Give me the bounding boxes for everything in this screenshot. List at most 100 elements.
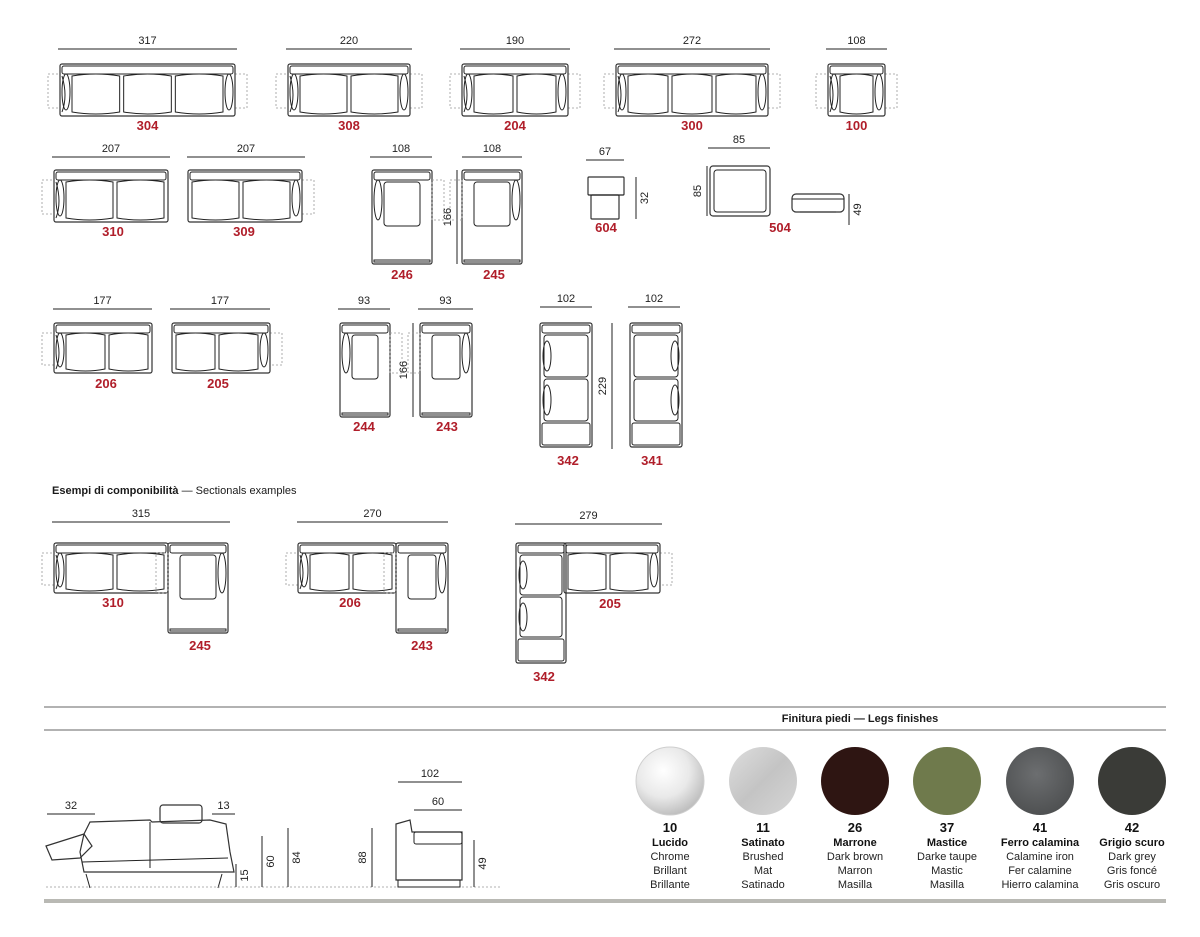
sectional-2-sofa-ghost-left xyxy=(285,552,299,586)
finish-fr-41: Fer calamine xyxy=(1008,865,1072,877)
module-309-cushion-1 xyxy=(191,179,240,221)
dim-width-304-label: 317 xyxy=(138,35,156,47)
finish-en-42: Dark grey xyxy=(1108,851,1156,863)
module-100-backrest xyxy=(829,65,884,75)
dim-width-245-label: 108 xyxy=(483,143,501,155)
module-243-ghost xyxy=(407,332,421,374)
module-100-ghost-left xyxy=(815,73,829,109)
module-code-604: 604 xyxy=(595,220,617,235)
module-204-arm-left-roll xyxy=(463,73,473,111)
finish-swatch-11 xyxy=(729,747,797,815)
sectional-1-chaise-backrest xyxy=(169,544,227,554)
dim-width-341-label: 102 xyxy=(645,293,663,305)
dim-profile-seat-depth-label: 60 xyxy=(432,796,444,808)
module-300-cushion-1 xyxy=(627,73,669,115)
dim-width-342-label: 102 xyxy=(557,293,575,305)
module-304-ghost-left xyxy=(47,73,61,109)
sectional-3-code-2: 342 xyxy=(533,669,555,684)
module-code-100: 100 xyxy=(846,118,868,133)
dim-width-310-label: 207 xyxy=(102,143,120,155)
dim-width-204-label: 190 xyxy=(506,35,524,47)
sectional-3-sofa-backrest xyxy=(565,544,659,554)
sectional-2-chaise-ghost xyxy=(383,552,397,594)
module-206-backrest xyxy=(55,324,151,334)
module-309-cushion-2 xyxy=(242,179,291,221)
finish-name-11: Satinato xyxy=(741,837,785,849)
sectional-3-corner-roll-2 xyxy=(518,602,528,632)
profile-front-seat xyxy=(413,831,463,845)
module-308-cushion-1 xyxy=(299,73,348,115)
module-204-frame xyxy=(461,63,569,117)
module-246-frame xyxy=(371,169,433,265)
module-244-back-cushion xyxy=(351,334,379,380)
sectional-2-sofa-frame xyxy=(297,542,397,594)
module-code-309: 309 xyxy=(233,224,255,239)
dim-depth-244-label: 166 xyxy=(398,361,410,379)
module-304-cushion-1 xyxy=(71,73,121,115)
module-204-backrest xyxy=(463,65,567,75)
dim-height-504-label: 49 xyxy=(852,203,864,215)
module-245-back-cushion xyxy=(473,181,511,227)
module-341-roll-2 xyxy=(670,384,680,416)
dim-profile-height-label: 49 xyxy=(477,857,489,869)
sectionals-heading-bold: Esempi di componibilità xyxy=(52,485,179,497)
module-246-foot-edge xyxy=(373,259,431,263)
dim-profile-seat-h-label: 15 xyxy=(239,869,251,881)
module-304-cushion-3 xyxy=(174,73,224,115)
finish-es-41: Hierro calamina xyxy=(1001,879,1079,891)
dim-width-309-label: 207 xyxy=(237,143,255,155)
module-204-ghost-right xyxy=(567,73,581,109)
module-code-205: 205 xyxy=(207,376,229,391)
module-309-backrest xyxy=(189,171,301,181)
module-205-cushion-2 xyxy=(218,332,259,372)
module-300-cushion-3 xyxy=(715,73,757,115)
text-layer: 3173042203081902042723001081002073102073… xyxy=(52,35,1165,891)
pouf-504-top xyxy=(709,165,771,217)
module-245-arm-roll xyxy=(511,179,521,221)
finish-en-26: Dark brown xyxy=(827,851,883,863)
module-244-ghost xyxy=(389,332,403,374)
finish-name-10: Lucido xyxy=(652,837,688,849)
dim-profile-total-h-label: 84 xyxy=(291,851,303,863)
module-243-back-cushion xyxy=(431,334,461,380)
module-300-cushion-2 xyxy=(671,73,713,115)
sectional-2-chaise-foot-edge xyxy=(397,628,447,632)
module-code-504: 504 xyxy=(769,220,791,235)
finish-swatch-42 xyxy=(1098,747,1166,815)
sectionals-heading-rest: — Sectionals examples xyxy=(179,485,297,497)
module-342-frame xyxy=(539,322,593,448)
sectional-1-sofa-arm-left-roll xyxy=(55,552,65,588)
finish-name-41: Ferro calamina xyxy=(1001,837,1080,849)
module-245-backrest xyxy=(463,171,521,181)
module-206-cushion-2 xyxy=(108,332,149,372)
module-code-246: 246 xyxy=(391,267,413,282)
module-204-arm-right-roll xyxy=(557,73,567,111)
module-205-frame xyxy=(171,322,271,374)
module-341-frame xyxy=(629,322,683,448)
sectional-1-chaise-back-cushion xyxy=(179,554,217,600)
finish-code-26: 26 xyxy=(848,820,862,835)
module-304-cushion-2 xyxy=(123,73,172,115)
module-100-cushion-1 xyxy=(839,73,874,115)
module-300-arm-left-roll xyxy=(617,73,627,111)
dim-sectional-1-label: 315 xyxy=(132,508,150,520)
finish-es-26: Masilla xyxy=(838,879,873,891)
module-341-roll-1 xyxy=(670,340,680,372)
finish-code-42: 42 xyxy=(1125,820,1139,835)
profile-side-headrest-left xyxy=(45,833,93,861)
module-204-cushion-2 xyxy=(516,73,557,115)
profile-side-seat xyxy=(81,857,229,863)
module-342-cushion-top xyxy=(543,334,589,378)
pouf-504-side xyxy=(791,193,845,213)
finish-fr-10: Brillant xyxy=(653,865,687,877)
sectional-1-sofa-backrest xyxy=(55,544,167,554)
sectional-3-corner-cushion-bottom xyxy=(519,596,563,638)
sectional-2-code-1: 206 xyxy=(339,595,361,610)
sectional-1-chaise-foot-edge xyxy=(169,628,227,632)
sectional-1-chaise-frame xyxy=(167,542,229,634)
module-310-ghost-left xyxy=(41,179,55,215)
finish-swatch-41 xyxy=(1006,747,1074,815)
module-310-arm-left-roll xyxy=(55,179,65,217)
module-245-foot-edge xyxy=(463,259,521,263)
module-342-base xyxy=(541,422,591,446)
